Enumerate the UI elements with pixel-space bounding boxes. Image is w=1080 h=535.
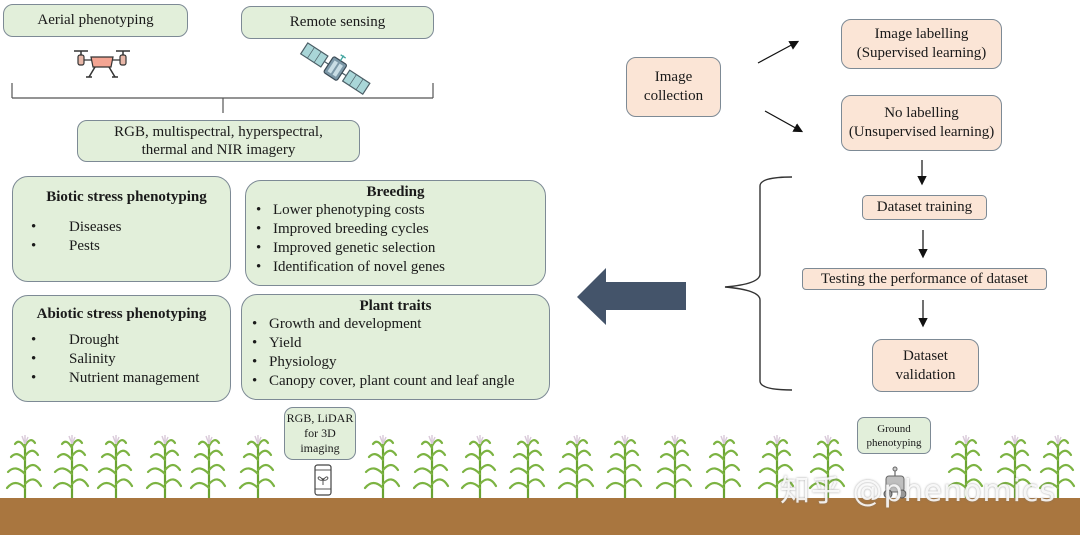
big-left-arrow-icon <box>577 268 686 325</box>
corn-plant <box>5 435 43 498</box>
arrow-to-unsupervised <box>764 110 804 133</box>
rgb-lidar-box: RGB, LiDAR for 3D imaging <box>284 407 356 460</box>
corn-plant <box>189 435 227 498</box>
breeding-item: Improved genetic selection <box>246 239 545 258</box>
corn-plant <box>757 435 795 498</box>
image-collection-line-2: collection <box>643 88 704 104</box>
supervised-learning-box: Image labelling (Supervised learning) <box>841 19 1002 69</box>
breeding-box: Breeding Lower phenotyping costs Improve… <box>245 180 546 286</box>
corn-plant <box>145 435 183 498</box>
satellite-icon <box>299 42 371 96</box>
corn-plant <box>808 435 846 498</box>
remote-sensing-label: Remote sensing <box>289 14 386 30</box>
merge-bracket <box>11 83 434 113</box>
corn-plant <box>1038 435 1076 498</box>
corn-plant <box>363 435 401 498</box>
imagery-line-1: RGB, multispectral, hyperspectral, <box>114 124 323 140</box>
corn-plant <box>704 435 742 498</box>
dataset-validation-box: Dataset validation <box>872 339 979 392</box>
biotic-stress-list: Diseases Pests <box>13 218 230 256</box>
abiotic-item: Salinity <box>13 350 230 369</box>
ground-phenotyping-box: Ground phenotyping <box>857 417 931 454</box>
supervised-line-2: (Supervised learning) <box>856 45 987 61</box>
abiotic-item: Drought <box>13 331 230 350</box>
rgb-lidar-line-3: imaging <box>300 441 340 455</box>
unsupervised-learning-box: No labelling (Unsupervised learning) <box>841 95 1002 151</box>
plant-trait-item: Growth and development <box>242 315 549 334</box>
unsupervised-line-1: No labelling <box>884 105 959 121</box>
ground-phenotyping-line-1: Ground <box>877 422 911 435</box>
dataset-validation-line-1: Dataset <box>903 347 948 364</box>
corn-plant <box>52 435 90 498</box>
plant-traits-title: Plant traits <box>359 298 432 314</box>
plant-traits-box: Plant traits Growth and development Yiel… <box>241 294 550 400</box>
corn-plant <box>96 435 134 498</box>
abiotic-stress-list: Drought Salinity Nutrient management <box>13 331 230 388</box>
flow-arrows <box>757 40 928 328</box>
corn-plant <box>995 435 1033 498</box>
corn-plant <box>605 435 643 498</box>
biotic-stress-title: Biotic stress phenotyping <box>46 189 207 205</box>
rover-icon <box>883 466 907 499</box>
imagery-types-box: RGB, multispectral, hyperspectral, therm… <box>77 120 360 162</box>
corn-plant <box>946 435 984 498</box>
ground-phenotyping-line-2: phenotyping <box>866 436 922 449</box>
breeding-title: Breeding <box>366 184 425 200</box>
rgb-lidar-line-2: for 3D <box>304 426 336 440</box>
breeding-item: Improved breeding cycles <box>246 220 545 239</box>
breeding-item: Lower phenotyping costs <box>246 201 545 220</box>
corn-plant <box>460 435 498 498</box>
corn-plant <box>238 435 276 498</box>
imagery-line-2: thermal and NIR imagery <box>141 142 296 158</box>
breeding-list: Lower phenotyping costs Improved breedin… <box>246 201 545 277</box>
abiotic-stress-box: Abiotic stress phenotyping Drought Salin… <box>12 295 231 402</box>
biotic-item: Diseases <box>13 218 230 237</box>
curly-brace <box>724 176 793 391</box>
dataset-validation-line-2: validation <box>895 366 956 383</box>
smartphone-icon <box>314 464 332 496</box>
plant-traits-list: Growth and development Yield Physiology … <box>242 315 549 391</box>
supervised-line-1: Image labelling <box>874 26 969 42</box>
image-collection-line-1: Image <box>654 69 693 85</box>
remote-sensing-box: Remote sensing <box>241 6 434 39</box>
testing-performance-label: Testing the performance of dataset <box>820 270 1029 287</box>
unsupervised-line-2: (Unsupervised learning) <box>848 124 995 140</box>
dataset-training-box: Dataset training <box>862 195 987 220</box>
biotic-item: Pests <box>13 237 230 256</box>
abiotic-stress-title: Abiotic stress phenotyping <box>36 306 207 322</box>
plant-trait-item: Yield <box>242 334 549 353</box>
breeding-item: Identification of novel genes <box>246 258 545 277</box>
image-collection-box: Image collection <box>626 57 721 117</box>
soil-ground <box>0 498 1080 535</box>
drone-icon <box>74 50 130 78</box>
biotic-stress-box: Biotic stress phenotyping Diseases Pests <box>12 176 231 282</box>
rgb-lidar-line-1: RGB, LiDAR <box>286 411 354 425</box>
plant-trait-item: Canopy cover, plant count and leaf angle <box>242 372 549 391</box>
corn-plant <box>412 435 450 498</box>
testing-performance-box: Testing the performance of dataset <box>802 268 1047 290</box>
aerial-phenotyping-label: Aerial phenotyping <box>37 12 154 28</box>
aerial-phenotyping-box: Aerial phenotyping <box>3 4 188 37</box>
corn-plant <box>508 435 546 498</box>
corn-plant <box>655 435 693 498</box>
corn-plant <box>557 435 595 498</box>
abiotic-item: Nutrient management <box>13 369 230 388</box>
plant-trait-item: Physiology <box>242 353 549 372</box>
arrow-to-supervised <box>757 40 800 64</box>
watermark: 知乎 @phenomics <box>780 474 1057 509</box>
dataset-training-label: Dataset training <box>876 199 973 215</box>
